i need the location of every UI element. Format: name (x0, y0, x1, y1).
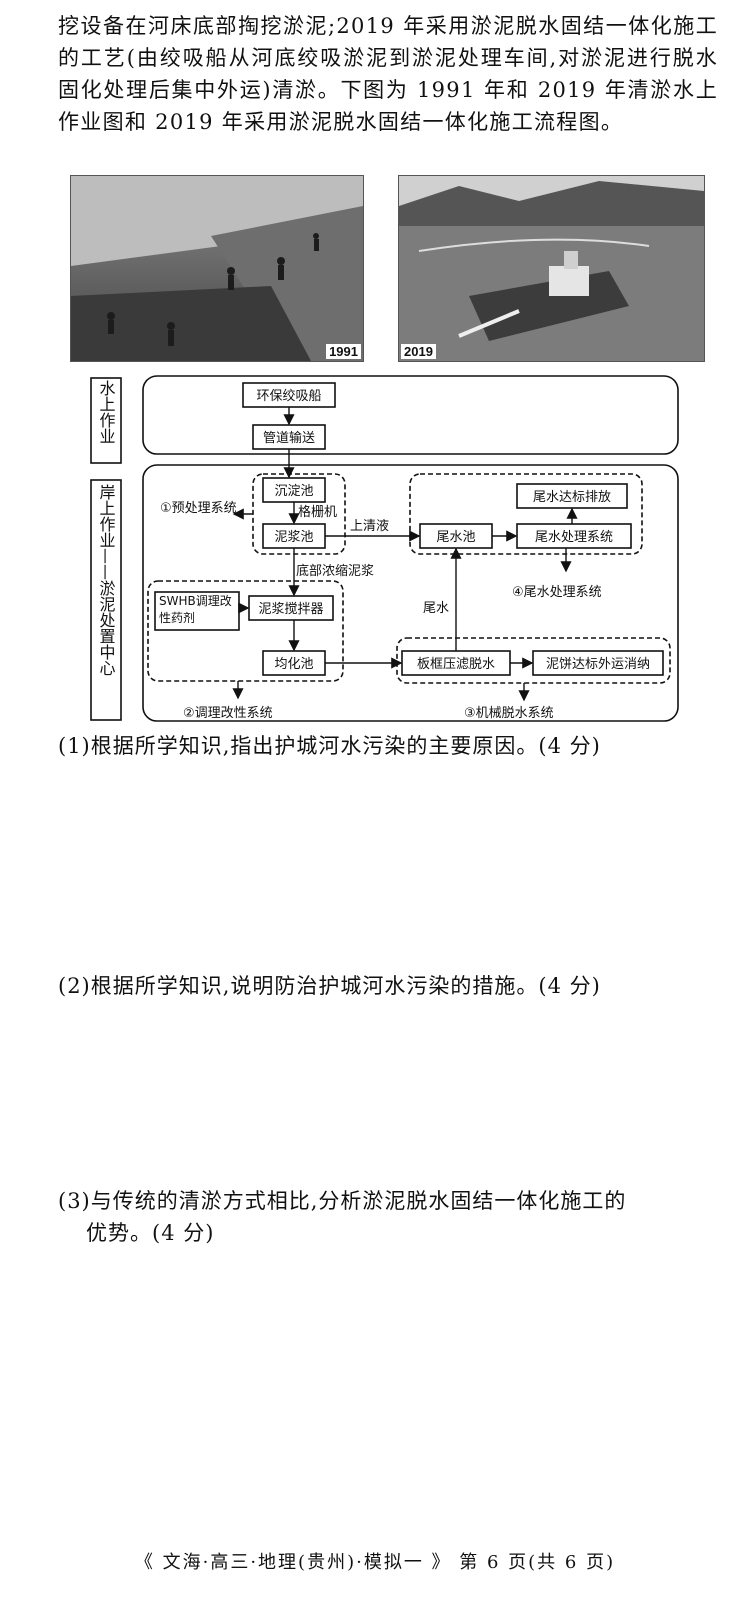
water-ops-container (142, 375, 679, 455)
photo-1991-image (71, 176, 363, 361)
label-tail-sys: ④尾水处理系统 (512, 585, 602, 600)
label-cond-sys: ②调理改性系统 (183, 706, 273, 721)
label-swhb: SWHB调理改性药剂 (159, 594, 232, 625)
photo-1991: 1991 (70, 175, 364, 362)
process-flow-diagram: 水上作业 岸上作业——淤泥处置中心 环保绞吸船 管道输送 沉淀池 泥浆池 尾水池… (90, 375, 679, 722)
side-box-water (90, 377, 122, 464)
intro-paragraph: 挖设备在河床底部掏挖淤泥;2019 年采用淤泥脱水固结一体化施工的工艺(由绞吸船… (58, 14, 718, 134)
label-mixer: 泥浆搅拌器 (258, 601, 323, 617)
shore-ops-container (142, 464, 679, 722)
question-1: (1)根据所学知识,指出护城河水污染的主要原因。(4 分) (58, 734, 601, 758)
question-3-line2: 优势。(4 分) (86, 1221, 215, 1245)
label-mud-pool: 泥浆池 (274, 530, 313, 545)
side-box-shore (90, 479, 122, 721)
side-label-shore: 岸上作业——淤泥处置中心 (97, 484, 116, 676)
label-filter: 板框压滤脱水 (417, 657, 495, 672)
side-label-water: 水上作业 (97, 380, 116, 444)
label-tail-treat: 尾水处理系统 (535, 530, 613, 545)
label-ship: 环保绞吸船 (256, 388, 321, 404)
label-tail-water: 尾水 (423, 601, 449, 616)
tail-dashed (409, 473, 643, 555)
label-settling: 沉淀池 (274, 484, 313, 499)
question-3: (3)与传统的清淤方式相比,分析淤泥脱水固结一体化施工的 优势。(4 分) (58, 1185, 626, 1249)
label-grille: 格栅机 (298, 504, 337, 520)
mech-dashed (396, 637, 671, 684)
photo-1991-caption: 1991 (326, 344, 361, 359)
cond-dashed (147, 580, 344, 682)
label-tail-discharge: 尾水达标排放 (533, 490, 611, 505)
label-supernatant: 上清液 (350, 519, 389, 534)
photo-2019-image (399, 176, 704, 361)
label-mech-sys: ③机械脱水系统 (464, 706, 554, 721)
label-tail-pool: 尾水池 (436, 530, 475, 545)
label-pipe: 管道输送 (263, 430, 315, 446)
photo-2019-caption: 2019 (401, 344, 436, 359)
page-footer: 《 文海·高三·地理(贵州)·模拟一 》 第 6 页(共 6 页) (134, 1552, 616, 1573)
label-bottom-mud: 底部浓缩泥浆 (296, 563, 374, 579)
question-2: (2)根据所学知识,说明防治护城河水污染的措施。(4 分) (58, 974, 601, 998)
photo-2019: 2019 (398, 175, 705, 362)
question-3-line1: (3)与传统的清淤方式相比,分析淤泥脱水固结一体化施工的 (58, 1189, 627, 1213)
label-homog: 均化池 (274, 657, 313, 672)
label-pre-sys: ①预处理系统 (160, 501, 237, 516)
label-cake: 泥饼达标外运消纳 (546, 657, 650, 672)
